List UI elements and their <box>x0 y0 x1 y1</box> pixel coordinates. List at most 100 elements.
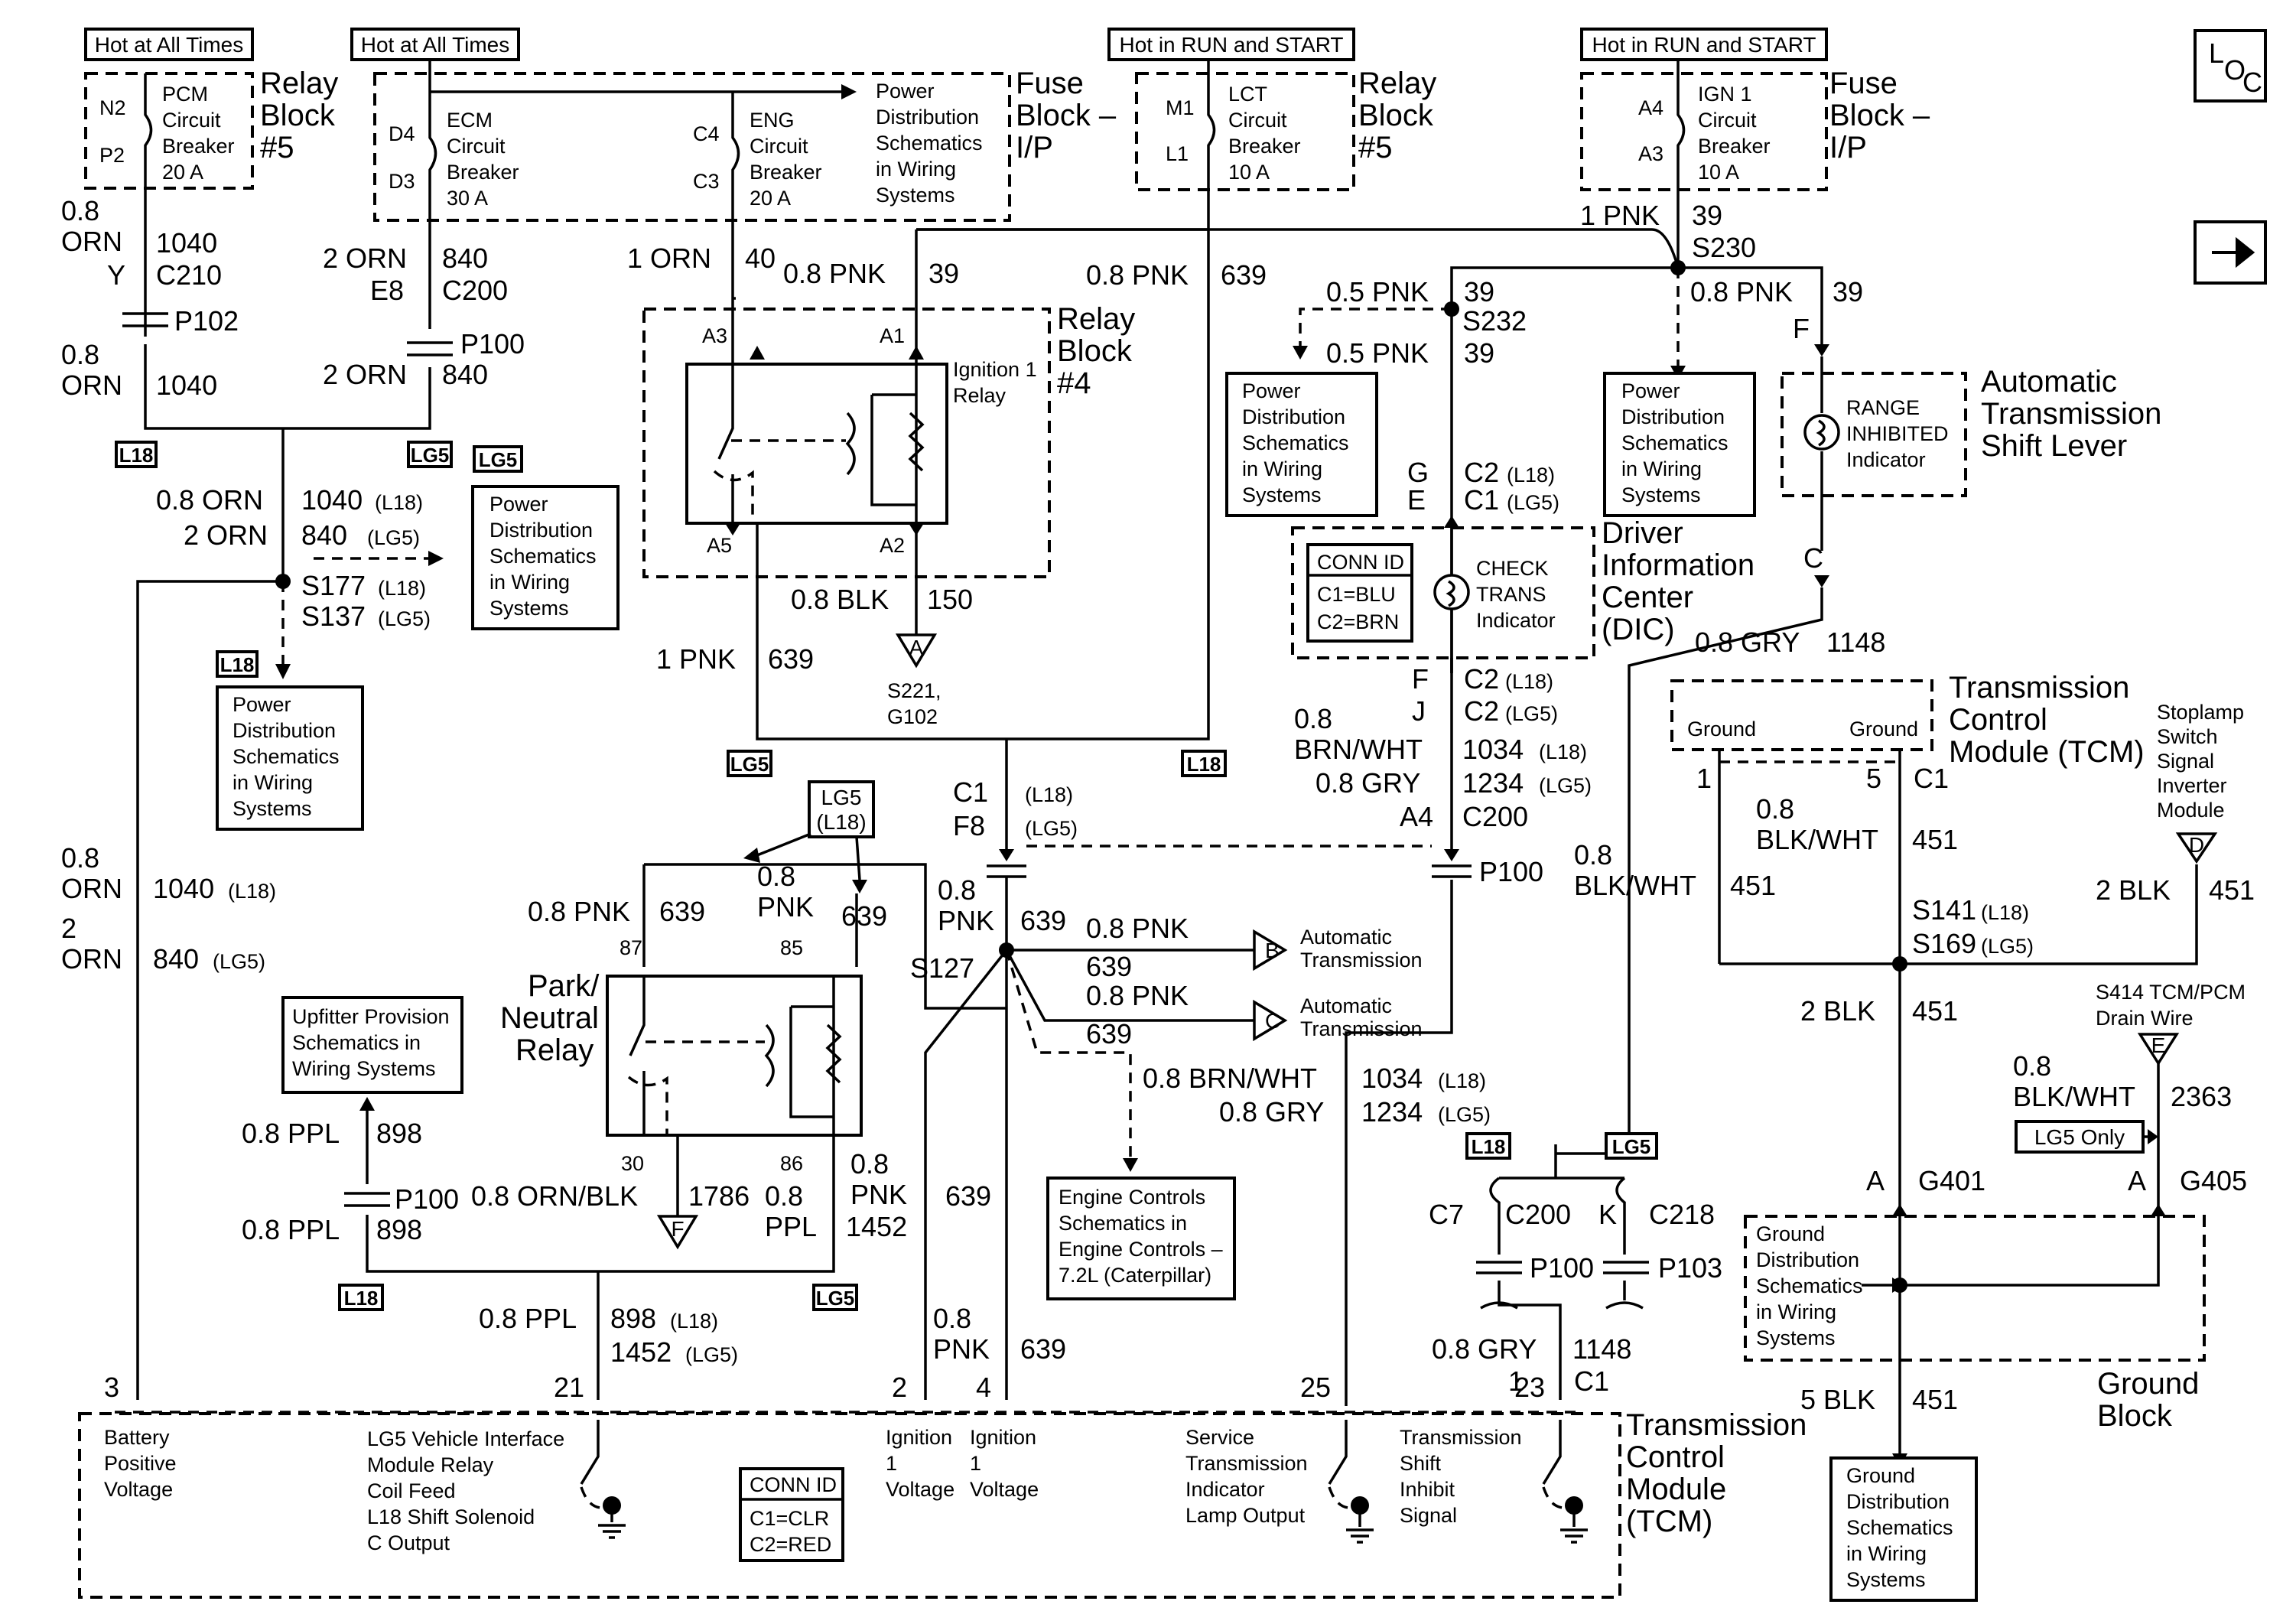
svg-text:1040: 1040 <box>156 369 217 401</box>
tcm-ground-module: Ground Ground Transmission Control Modul… <box>1574 671 2255 1216</box>
svg-text:2: 2 <box>61 913 76 944</box>
svg-text:Neutral: Neutral <box>500 1001 599 1035</box>
svg-text:D: D <box>2189 833 2204 857</box>
svg-text:0.8 PNK: 0.8 PNK <box>783 258 886 289</box>
svg-text:INHIBITED: INHIBITED <box>1846 422 1949 445</box>
svg-text:(L18): (L18) <box>1505 670 1553 693</box>
svg-text:Block –: Block – <box>1829 99 1930 132</box>
upfitter-circuit-898: Upfitter Provision Schematics in Wiring … <box>242 996 858 1400</box>
svg-text:C2: C2 <box>1464 457 1499 488</box>
svg-text:Shift Lever: Shift Lever <box>1981 429 2127 463</box>
svg-text:898: 898 <box>376 1214 422 1245</box>
power-distribution-ref-1[interactable]: Power Distribution Schematics in Wiring … <box>471 485 620 630</box>
svg-text:0.5 PNK: 0.5 PNK <box>1326 337 1429 369</box>
svg-text:ORN: ORN <box>61 943 122 975</box>
svg-text:LCT: LCT <box>1228 83 1267 106</box>
power-distribution-ref-3[interactable]: Power Distribution Schematics in Wiring … <box>1225 372 1378 517</box>
svg-text:0.8 GRY: 0.8 GRY <box>1695 626 1800 658</box>
svg-text:Distribution: Distribution <box>1242 405 1345 428</box>
svg-text:(L18): (L18) <box>1981 901 2029 924</box>
svg-text:C1: C1 <box>1914 763 1949 794</box>
svg-text:Block: Block <box>1057 334 1133 368</box>
svg-text:C210: C210 <box>156 259 222 291</box>
svg-text:Distribution: Distribution <box>1621 405 1725 428</box>
svg-text:Schematics in: Schematics in <box>1059 1212 1187 1235</box>
svg-text:4: 4 <box>976 1372 991 1403</box>
svg-text:A: A <box>1866 1165 1885 1196</box>
svg-text:2363: 2363 <box>2171 1081 2232 1112</box>
svg-text:A2: A2 <box>880 534 905 557</box>
svg-text:0.8: 0.8 <box>61 195 99 226</box>
svg-text:Relay: Relay <box>1358 67 1436 100</box>
svg-text:L: L <box>2209 37 2224 69</box>
engine-controls-ref[interactable]: Engine Controls Schematics in Engine Con… <box>1046 1177 1236 1300</box>
svg-text:0.8 GRY: 0.8 GRY <box>1315 767 1420 799</box>
svg-text:Distribution: Distribution <box>233 719 336 742</box>
svg-text:5 BLK: 5 BLK <box>1800 1384 1875 1415</box>
svg-text:Transmission: Transmission <box>1981 397 2161 431</box>
svg-text:F: F <box>671 1217 684 1241</box>
svg-text:(L18): (L18) <box>1025 783 1073 806</box>
svg-text:(LG5): (LG5) <box>1438 1103 1491 1126</box>
svg-text:in Wiring: in Wiring <box>876 158 956 181</box>
svg-text:#5: #5 <box>1358 131 1393 164</box>
svg-text:1 PNK: 1 PNK <box>1580 200 1660 231</box>
svg-text:(L18): (L18) <box>816 810 866 834</box>
svg-text:Automatic: Automatic <box>1300 926 1392 949</box>
svg-text:Power: Power <box>489 493 548 516</box>
svg-text:23: 23 <box>1514 1372 1545 1403</box>
svg-text:Ignition: Ignition <box>970 1426 1036 1449</box>
svg-text:0.8 GRY: 0.8 GRY <box>1219 1096 1324 1128</box>
svg-text:451: 451 <box>1730 870 1776 901</box>
svg-text:30: 30 <box>621 1152 644 1175</box>
svg-text:639: 639 <box>945 1180 991 1212</box>
hot-label-1: Hot at All Times <box>84 28 254 61</box>
svg-text:840: 840 <box>442 242 488 274</box>
next-page-arrow-icon[interactable] <box>2194 220 2267 285</box>
svg-text:0.8 PPL: 0.8 PPL <box>242 1214 340 1245</box>
svg-text:3: 3 <box>104 1372 119 1403</box>
svg-text:#5: #5 <box>260 131 294 164</box>
power-distribution-ref-2[interactable]: L18 Power Distribution Schematics in Wir… <box>216 650 364 831</box>
svg-text:(L18): (L18) <box>375 491 423 514</box>
svg-text:PNK: PNK <box>757 891 814 923</box>
svg-text:Automatic: Automatic <box>1981 365 2117 399</box>
svg-text:C200: C200 <box>442 275 508 306</box>
svg-text:TRANS: TRANS <box>1476 583 1546 606</box>
svg-text:Breaker: Breaker <box>1698 135 1771 158</box>
svg-text:CONN ID: CONN ID <box>1317 551 1404 574</box>
svg-text:Relay: Relay <box>260 67 338 100</box>
svg-text:A: A <box>2128 1165 2146 1196</box>
loc-icon[interactable]: L O C <box>2194 29 2267 103</box>
svg-text:1040: 1040 <box>153 873 214 904</box>
svg-text:1786: 1786 <box>688 1180 750 1212</box>
svg-text:(LG5): (LG5) <box>1505 702 1558 725</box>
svg-text:C: C <box>2242 67 2262 98</box>
svg-text:LG5: LG5 <box>816 1287 855 1310</box>
svg-text:L18: L18 <box>220 653 255 676</box>
svg-text:LG5: LG5 <box>730 753 769 776</box>
svg-text:0.8: 0.8 <box>1756 793 1794 825</box>
svg-text:0.8: 0.8 <box>61 842 99 874</box>
svg-text:Ground: Ground <box>1846 1464 1915 1487</box>
svg-text:Transmission: Transmission <box>1300 1017 1423 1040</box>
tcm-bottom-module: 3 21 2 4 25 23 Battery Positive Voltage … <box>78 1372 1807 1599</box>
svg-text:Block –: Block – <box>1016 99 1117 132</box>
svg-text:Distribution: Distribution <box>1846 1490 1950 1513</box>
svg-text:10 A: 10 A <box>1228 161 1270 184</box>
svg-text:D4: D4 <box>389 122 415 145</box>
svg-text:S177: S177 <box>301 570 366 601</box>
svg-text:C: C <box>1803 542 1823 574</box>
svg-text:0.8 PPL: 0.8 PPL <box>479 1303 577 1334</box>
power-distribution-ref-4[interactable]: Power Distribution Schematics in Wiring … <box>1603 372 1756 517</box>
svg-text:0.8: 0.8 <box>757 861 795 892</box>
svg-text:1040: 1040 <box>156 227 217 259</box>
svg-text:639: 639 <box>768 643 814 675</box>
svg-text:O: O <box>2224 54 2246 86</box>
svg-text:451: 451 <box>1912 995 1958 1027</box>
svg-text:0.8: 0.8 <box>2013 1050 2051 1082</box>
svg-text:0.8 BLK: 0.8 BLK <box>791 584 889 615</box>
lct-circuit-breaker: M1 L1 LCT Circuit Breaker 10 A Relay Blo… <box>1135 60 1436 191</box>
svg-text:898: 898 <box>610 1303 656 1334</box>
svg-text:Distribution: Distribution <box>1756 1248 1859 1271</box>
